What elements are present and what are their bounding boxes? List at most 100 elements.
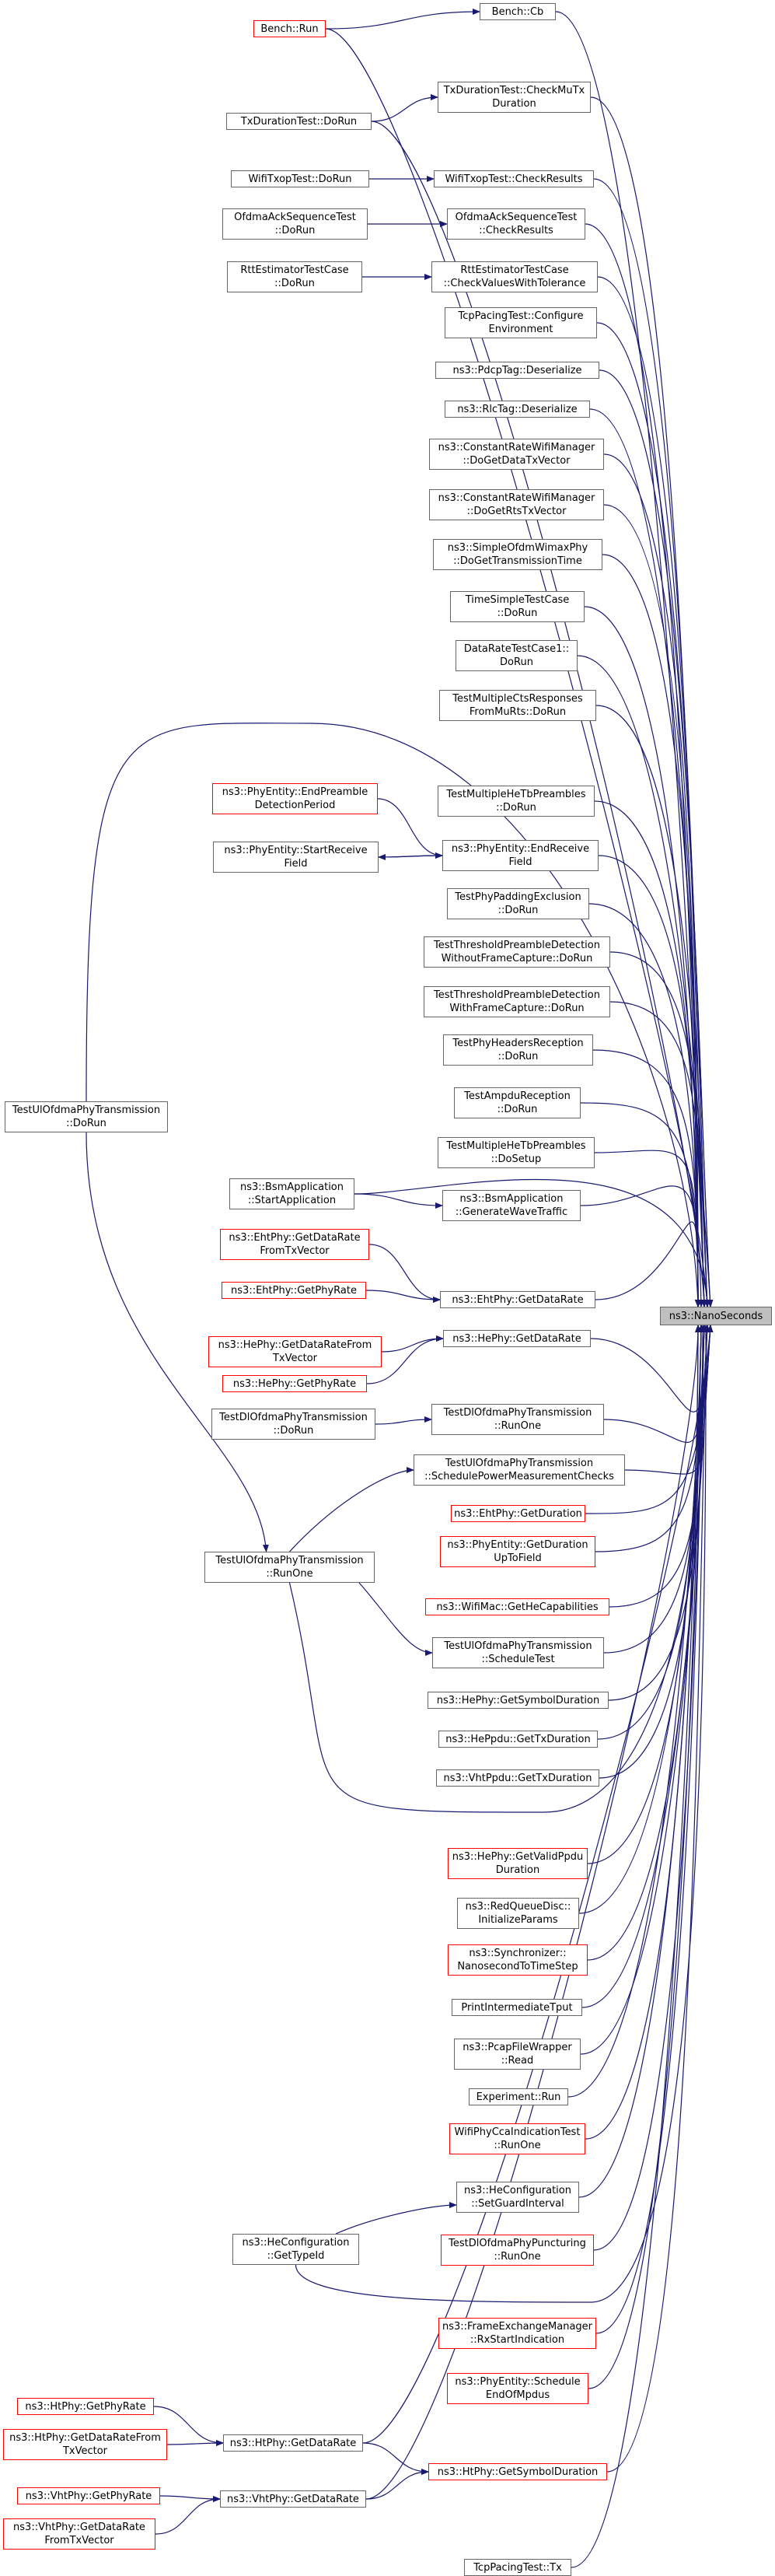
node-label-line: ns3::HePhy::GetValidPpdu — [452, 1851, 584, 1863]
node-rlc[interactable]: ns3::RlcTag::Deserialize — [445, 401, 590, 418]
edge-ehtphyrate-to-ehtdr — [365, 1290, 441, 1303]
node-rttcheck[interactable]: RttEstimatorTestCase::CheckValuesWithTol… — [431, 261, 598, 292]
node-ehtgetdur[interactable]: ns3::EhtPhy::GetDuration — [451, 1505, 585, 1522]
node-ofdmadorun[interactable]: OfdmaAckSequenceTest::DoRun — [222, 208, 368, 240]
node-label-line: TestPhyHeadersReception — [452, 1038, 584, 1049]
node-wifiphycca[interactable]: WifiPhyCcaIndicationTest::RunOne — [449, 2123, 585, 2154]
edge-ulofdmadorun-to-root — [86, 723, 701, 1307]
edge-wifiphycca-to-root — [585, 1325, 701, 2140]
node-htdr[interactable]: ns3::HtPhy::GetDataRate — [223, 2434, 363, 2452]
node-benchrun[interactable]: Bench::Run — [253, 20, 326, 37]
node-simpleofdm[interactable]: ns3::SimpleOfdmWimaxPhy::DoGetTransmissi… — [433, 539, 602, 570]
node-printtput[interactable]: PrintIntermediateTput — [452, 1999, 582, 2016]
node-label-line: TxVector — [272, 1353, 318, 1364]
edge-crwm1-to-root — [603, 453, 701, 1307]
edge-vhtdr-to-root — [365, 1325, 701, 2500]
node-label-line: OfdmaAckSequenceTest — [234, 212, 356, 223]
node-label-line: ::DoRun — [497, 1051, 539, 1062]
node-dlpunct[interactable]: TestDlOfdmaPhyPuncturing::RunOne — [441, 2235, 594, 2266]
edge-pdcp-to-root — [599, 369, 714, 1307]
node-label-line: FromMuRts::DoRun — [469, 706, 567, 718]
node-label-line: ::RunOne — [494, 1420, 542, 1432]
node-dlofdmarunone[interactable]: TestDlOfdmaPhyTransmission::RunOne — [431, 1404, 604, 1435]
node-crwm2[interactable]: ns3::ConstantRateWifiManager::DoGetRtsTx… — [429, 489, 604, 520]
node-wifitxopdorun[interactable]: WifiTxopTest::DoRun — [231, 170, 369, 187]
edge-tcppacingtx-to-root — [571, 1325, 704, 2568]
node-datarate1[interactable]: DataRateTestCase1::DoRun — [456, 640, 578, 671]
edge-hedr-to-root — [590, 1325, 714, 1412]
node-multihetb2[interactable]: TestMultipleHeTbPreambles::DoSetup — [438, 1137, 595, 1168]
node-vhtdr[interactable]: ns3::VhtPhy::GetDataRate — [220, 2490, 366, 2508]
node-wifimac[interactable]: ns3::WifiMac::GetHeCapabilities — [425, 1598, 609, 1615]
node-timesimple[interactable]: TimeSimpleTestCase::DoRun — [450, 591, 585, 622]
edge-multicts-to-root — [595, 705, 710, 1307]
node-heconftype[interactable]: ns3::HeConfiguration::GetTypeId — [232, 2234, 359, 2265]
node-benchcb[interactable]: Bench::Cb — [480, 3, 556, 20]
node-ulofdmarunone[interactable]: TestUlOfdmaPhyTransmission::RunOne — [204, 1552, 375, 1583]
node-phyheaders[interactable]: TestPhyHeadersReception::DoRun — [443, 1034, 593, 1066]
node-label-line: ns3::EhtPhy::GetPhyRate — [231, 1284, 357, 1297]
node-redqueue[interactable]: ns3::RedQueueDisc::InitializeParams — [457, 1898, 579, 1929]
node-ampdu[interactable]: TestAmpduReception::DoRun — [454, 1087, 581, 1118]
node-rttdorun[interactable]: RttEstimatorTestCase::DoRun — [227, 261, 362, 292]
edge-txcheck-to-root — [590, 96, 707, 1307]
node-label-line: TestThresholdPreambleDetection — [434, 989, 600, 1001]
node-exprun[interactable]: Experiment::Run — [469, 2088, 568, 2105]
node-ofdmacheck[interactable]: OfdmaAckSequenceTest::CheckResults — [447, 208, 585, 240]
node-tcppacingtx[interactable]: TcpPacingTest::Tx — [464, 2559, 571, 2576]
node-label-line: WifiTxopTest::CheckResults — [445, 173, 583, 185]
node-label-line: ::RxStartIndication — [470, 2334, 565, 2346]
node-label-line: Environment — [488, 324, 553, 335]
node-ulofdmadorun[interactable]: TestUlOfdmaPhyTransmission::DoRun — [5, 1101, 168, 1132]
node-hedr[interactable]: ns3::HePhy::GetDataRate — [443, 1330, 591, 1347]
edge-phyentgetdur-to-root — [595, 1325, 707, 1552]
node-ehtphyrate[interactable]: ns3::EhtPhy::GetPhyRate — [222, 1282, 366, 1299]
node-wifitxopcheck[interactable]: WifiTxopTest::CheckResults — [434, 170, 594, 187]
node-frameex[interactable]: ns3::FrameExchangeManager::RxStartIndica… — [438, 2318, 596, 2349]
node-crwm1[interactable]: ns3::ConstantRateWifiManager::DoGetDataT… — [429, 439, 604, 470]
node-heconfguard[interactable]: ns3::HeConfiguration::SetGuardInterval — [456, 2182, 579, 2213]
node-ulofdmasched[interactable]: TestUlOfdmaPhyTransmission::SchedulePowe… — [414, 1454, 625, 1486]
edge-hepdu-to-root — [597, 1325, 701, 1740]
node-vhtpdu[interactable]: ns3::VhtPpdu::GetTxDuration — [436, 1769, 599, 1787]
node-bsmstart[interactable]: ns3::BsmApplication::StartApplication — [229, 1178, 354, 1209]
node-label-line: TestUlOfdmaPhyTransmission — [444, 1640, 592, 1652]
node-vhtphyrate[interactable]: ns3::VhtPhy::GetPhyRate — [17, 2487, 160, 2504]
node-txdorun[interactable]: TxDurationTest::DoRun — [226, 113, 372, 130]
node-label-line: Bench::Cb — [491, 5, 544, 18]
node-label-line: ns3::PhyEntity::EndReceive — [451, 843, 590, 855]
node-phypadding[interactable]: TestPhyPaddingExclusion::DoRun — [447, 888, 589, 919]
node-hesymdur[interactable]: ns3::HePhy::GetSymbolDuration — [428, 1692, 609, 1709]
node-pdcp[interactable]: ns3::PdcpTag::Deserialize — [435, 362, 599, 379]
node-sync[interactable]: ns3::Synchronizer::NanosecondToTimeStep — [448, 1944, 588, 1976]
node-label-line: ns3::VhtPhy::GetDataRate — [227, 2493, 359, 2505]
node-ulofdmaschedtest[interactable]: TestUlOfdmaPhyTransmission::ScheduleTest — [432, 1637, 604, 1668]
node-label-line: EndOfMpdus — [485, 2389, 550, 2401]
node-htsymdur[interactable]: ns3::HtPhy::GetSymbolDuration — [428, 2463, 607, 2480]
node-dlofdmadorun[interactable]: TestDlOfdmaPhyTransmission::DoRun — [211, 1409, 375, 1440]
edge-ehtdr-to-root — [595, 1221, 701, 1307]
node-htphyrate[interactable]: ns3::HtPhy::GetPhyRate — [17, 2398, 154, 2415]
node-ehtdr[interactable]: ns3::EhtPhy::GetDataRate — [440, 1291, 595, 1308]
node-hephyrate[interactable]: ns3::HePhy::GetPhyRate — [222, 1375, 367, 1392]
node-label-line: ::GetTypeId — [267, 2250, 325, 2262]
node-pcap[interactable]: ns3::PcapFileWrapper::Read — [454, 2039, 581, 2070]
node-hepdu[interactable]: ns3::HePpdu::GetTxDuration — [438, 1731, 598, 1748]
node-multihetb1[interactable]: TestMultipleHeTbPreambles::DoRun — [438, 786, 595, 817]
node-bsmgen[interactable]: ns3::BsmApplication::GenerateWaveTraffic — [442, 1190, 581, 1221]
